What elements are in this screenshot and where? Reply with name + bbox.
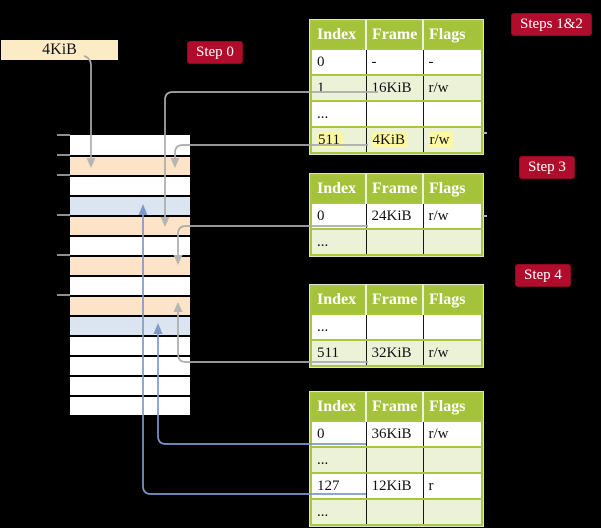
col-header-frame: Frame [365, 286, 423, 314]
memory-row-1-white [70, 135, 190, 155]
stack-tick [57, 254, 70, 256]
table-row: 0 36KiB r/w [311, 420, 482, 447]
cell-index: 127 [317, 477, 340, 494]
label-step-0: Step 0 [187, 41, 243, 64]
memory-row-14-white [70, 395, 190, 415]
table-row: ... [311, 100, 482, 127]
cell-frame: 24KiB [371, 207, 412, 224]
memory-row-10-blue [70, 315, 190, 335]
col-header-flags: Flags [422, 286, 482, 314]
cell-flags: r/w [428, 131, 453, 148]
cell-index: 0 [317, 207, 325, 224]
memory-row-8-white [70, 275, 190, 295]
memory-row-4-blue [70, 195, 190, 215]
memory-row-13-white [70, 375, 190, 395]
col-header-frame: Frame [365, 21, 423, 49]
col-header-frame: Frame [365, 175, 423, 203]
cell-flags: r/w [428, 425, 449, 442]
table-row: 127 12KiB r [311, 472, 482, 499]
cell-frame: 12KiB [371, 477, 412, 494]
page-table-step-4: Index Frame Flags ... 511 32KiB r/w [309, 284, 484, 368]
cell-frame: 4KiB [371, 131, 409, 148]
col-header-index: Index [311, 393, 366, 421]
col-header-frame: Frame [365, 393, 423, 421]
col-header-index: Index [311, 175, 366, 203]
table-row: ... [311, 228, 482, 255]
memory-row-9-peach [70, 295, 190, 315]
table-row: 0 - - [311, 48, 482, 75]
cell-flags: r/w [428, 207, 449, 224]
table-row: ... [311, 446, 482, 473]
memory-row-2-peach [70, 155, 190, 175]
memory-row-7-peach [70, 255, 190, 275]
table-row: 511 32KiB r/w [311, 339, 482, 366]
label-step-4: Step 4 [515, 264, 571, 287]
stack-tick [57, 214, 70, 216]
memory-row-6-white [70, 235, 190, 255]
cell-flags: r/w [428, 79, 449, 96]
cell-flags: - [428, 53, 434, 70]
stack-tick [57, 134, 70, 136]
cell-flags: r/w [428, 344, 449, 361]
col-header-index: Index [311, 286, 366, 314]
cell-index: 1 [317, 79, 325, 96]
page-table-steps-1-2: Index Frame Flags 0 - - 1 16KiB r/w ... … [309, 19, 484, 155]
cell-frame: 16KiB [371, 79, 412, 96]
cell-index: ... [317, 105, 329, 122]
memory-row-3-white [70, 175, 190, 195]
stack-tick [57, 174, 70, 176]
cell-frame: - [371, 53, 377, 70]
cell-frame: 36KiB [371, 425, 412, 442]
memory-row-12-white [70, 355, 190, 375]
cell-index: 511 [317, 131, 343, 148]
table-header-row: Index Frame Flags [311, 286, 482, 314]
cell-index: ... [317, 503, 329, 520]
page-table-step-3: Index Frame Flags 0 24KiB r/w ... [309, 173, 484, 257]
memory-row-5-peach [70, 215, 190, 235]
cell-frame: 32KiB [371, 344, 412, 361]
col-header-flags: Flags [422, 21, 482, 49]
stack-tick [57, 294, 70, 296]
table-row: 1 16KiB r/w [311, 74, 482, 101]
cell-index: ... [317, 233, 329, 250]
cell-index: 0 [317, 425, 325, 442]
cell-flags: r [428, 477, 434, 494]
table-row: ... [311, 313, 482, 340]
col-header-index: Index [311, 21, 366, 49]
table-header-row: Index Frame Flags [311, 21, 482, 49]
cell-index: ... [317, 318, 329, 335]
table-row: ... [311, 498, 482, 525]
stack-tick [57, 154, 70, 156]
page-table-final: Index Frame Flags 0 36KiB r/w ... 127 12… [309, 391, 484, 527]
table-row: 0 24KiB r/w [311, 202, 482, 229]
cell-index: 511 [317, 344, 339, 361]
cell-index: ... [317, 451, 329, 468]
col-header-flags: Flags [422, 393, 482, 421]
cell-index: 0 [317, 53, 325, 70]
table-header-row: Index Frame Flags [311, 175, 482, 203]
page-size-box: 4KiB [1, 40, 118, 60]
table-row-highlighted: 511 4KiB r/w [311, 126, 482, 153]
table-header-row: Index Frame Flags [311, 393, 482, 421]
physical-memory-stack [70, 135, 190, 415]
memory-row-11-white [70, 335, 190, 355]
col-header-flags: Flags [422, 175, 482, 203]
label-step-3: Step 3 [519, 156, 575, 179]
label-steps-1-2: Steps 1&2 [511, 13, 592, 36]
